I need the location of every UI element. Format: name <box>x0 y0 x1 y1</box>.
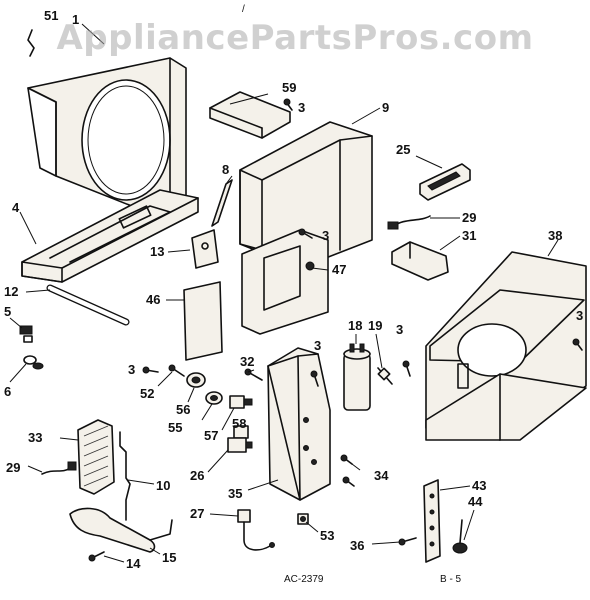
page-reference: B - 5 <box>440 574 462 585</box>
part-34-screws[interactable] <box>340 454 355 487</box>
callout-5: 5 <box>4 304 11 319</box>
callout-29-b: 29 <box>6 460 20 475</box>
part-19-resistor[interactable] <box>377 367 393 385</box>
callout-36: 36 <box>350 538 364 553</box>
callout-25: 25 <box>396 142 410 157</box>
part-57-switch[interactable] <box>229 395 253 409</box>
callout-13: 13 <box>150 244 164 259</box>
part-52-screw[interactable] <box>168 364 185 377</box>
part-33-grille[interactable] <box>77 419 115 495</box>
part-29-connector-lower[interactable] <box>41 461 77 475</box>
part-55-knob[interactable] <box>205 391 223 405</box>
callout-46: 46 <box>146 292 160 307</box>
callout-31: 31 <box>462 228 476 243</box>
callout-19: 19 <box>368 318 382 333</box>
callout-43: 43 <box>472 478 486 493</box>
callout-3-f: 3 <box>128 362 135 377</box>
part-14-screw[interactable] <box>88 551 105 562</box>
callout-3-c: 3 <box>396 322 403 337</box>
callout-3-e: 3 <box>314 338 321 353</box>
callout-3-b: 3 <box>322 228 329 243</box>
callout-labels: 51 1 59 3 9 8 25 4 29 3 31 13 47 38 12 4… <box>4 8 583 571</box>
part-36-screw[interactable] <box>398 537 417 546</box>
callout-3-a: 3 <box>298 100 305 115</box>
callout-47: 47 <box>332 262 346 277</box>
callout-32: 32 <box>240 354 254 369</box>
callout-55: 55 <box>168 420 182 435</box>
callout-14: 14 <box>126 556 141 571</box>
callout-18: 18 <box>348 318 362 333</box>
leader-lines <box>9 23 559 563</box>
drawing-code: AC-2379 <box>284 574 324 585</box>
callout-56: 56 <box>176 402 190 417</box>
callout-26: 26 <box>190 468 204 483</box>
part-3-screw-f[interactable] <box>572 338 583 351</box>
callout-57: 57 <box>204 428 218 443</box>
callout-15: 15 <box>162 550 176 565</box>
callout-38: 38 <box>548 228 562 243</box>
part-44-clamp[interactable] <box>452 519 468 554</box>
callout-53: 53 <box>320 528 334 543</box>
part-56-knob[interactable] <box>186 372 206 388</box>
part-3-screw-b[interactable] <box>298 228 313 239</box>
part-3-screw-d[interactable] <box>310 370 319 387</box>
part-1-fan-shroud[interactable] <box>27 57 187 223</box>
top-mark: / <box>242 4 245 15</box>
part-15-drain-tube[interactable] <box>69 507 173 553</box>
callout-52: 52 <box>140 386 154 401</box>
callout-27: 27 <box>190 506 204 521</box>
callout-1: 1 <box>72 12 79 27</box>
part-38-cabinet[interactable] <box>425 251 587 441</box>
callout-44: 44 <box>468 494 483 509</box>
part-29-connector-upper[interactable] <box>387 215 431 230</box>
part-27-thermostat[interactable] <box>237 509 275 551</box>
part-3-screw-e[interactable] <box>402 360 411 377</box>
part-31-bracket[interactable] <box>391 241 449 281</box>
callout-12: 12 <box>4 284 18 299</box>
part-6-fastener[interactable] <box>23 355 44 370</box>
part-53-nut[interactable] <box>297 513 309 525</box>
part-35-control-box[interactable] <box>267 347 331 501</box>
callout-4: 4 <box>12 200 20 215</box>
callout-10: 10 <box>156 478 170 493</box>
callout-58: 58 <box>232 416 246 431</box>
callout-51: 51 <box>44 8 58 23</box>
part-5-fastener[interactable] <box>19 325 33 343</box>
callout-59: 59 <box>282 80 296 95</box>
callout-6: 6 <box>4 384 11 399</box>
part-26-relay[interactable] <box>227 437 253 453</box>
callout-9: 9 <box>382 100 389 115</box>
callout-35: 35 <box>228 486 242 501</box>
callout-29-a: 29 <box>462 210 476 225</box>
part-47-control-panel[interactable] <box>241 229 329 335</box>
part-3-screw-a[interactable] <box>283 98 293 111</box>
part-18-capacitor[interactable] <box>343 343 371 411</box>
part-10-wire-harness[interactable] <box>119 431 131 521</box>
part-12-rod[interactable] <box>46 284 130 326</box>
part-3-screw-c[interactable] <box>142 366 159 374</box>
part-43-bracket[interactable] <box>423 479 441 563</box>
part-8-gasket[interactable] <box>211 179 233 227</box>
part-25-nameplate[interactable] <box>419 163 471 201</box>
callout-33: 33 <box>28 430 42 445</box>
part-46-panel[interactable] <box>183 281 223 361</box>
part-51-clip[interactable] <box>27 29 35 57</box>
part-13-bracket[interactable] <box>191 229 219 269</box>
callout-34: 34 <box>374 468 389 483</box>
callout-3-d: 3 <box>576 308 583 323</box>
part-4-base-pan[interactable] <box>21 189 199 283</box>
callout-8: 8 <box>222 162 229 177</box>
